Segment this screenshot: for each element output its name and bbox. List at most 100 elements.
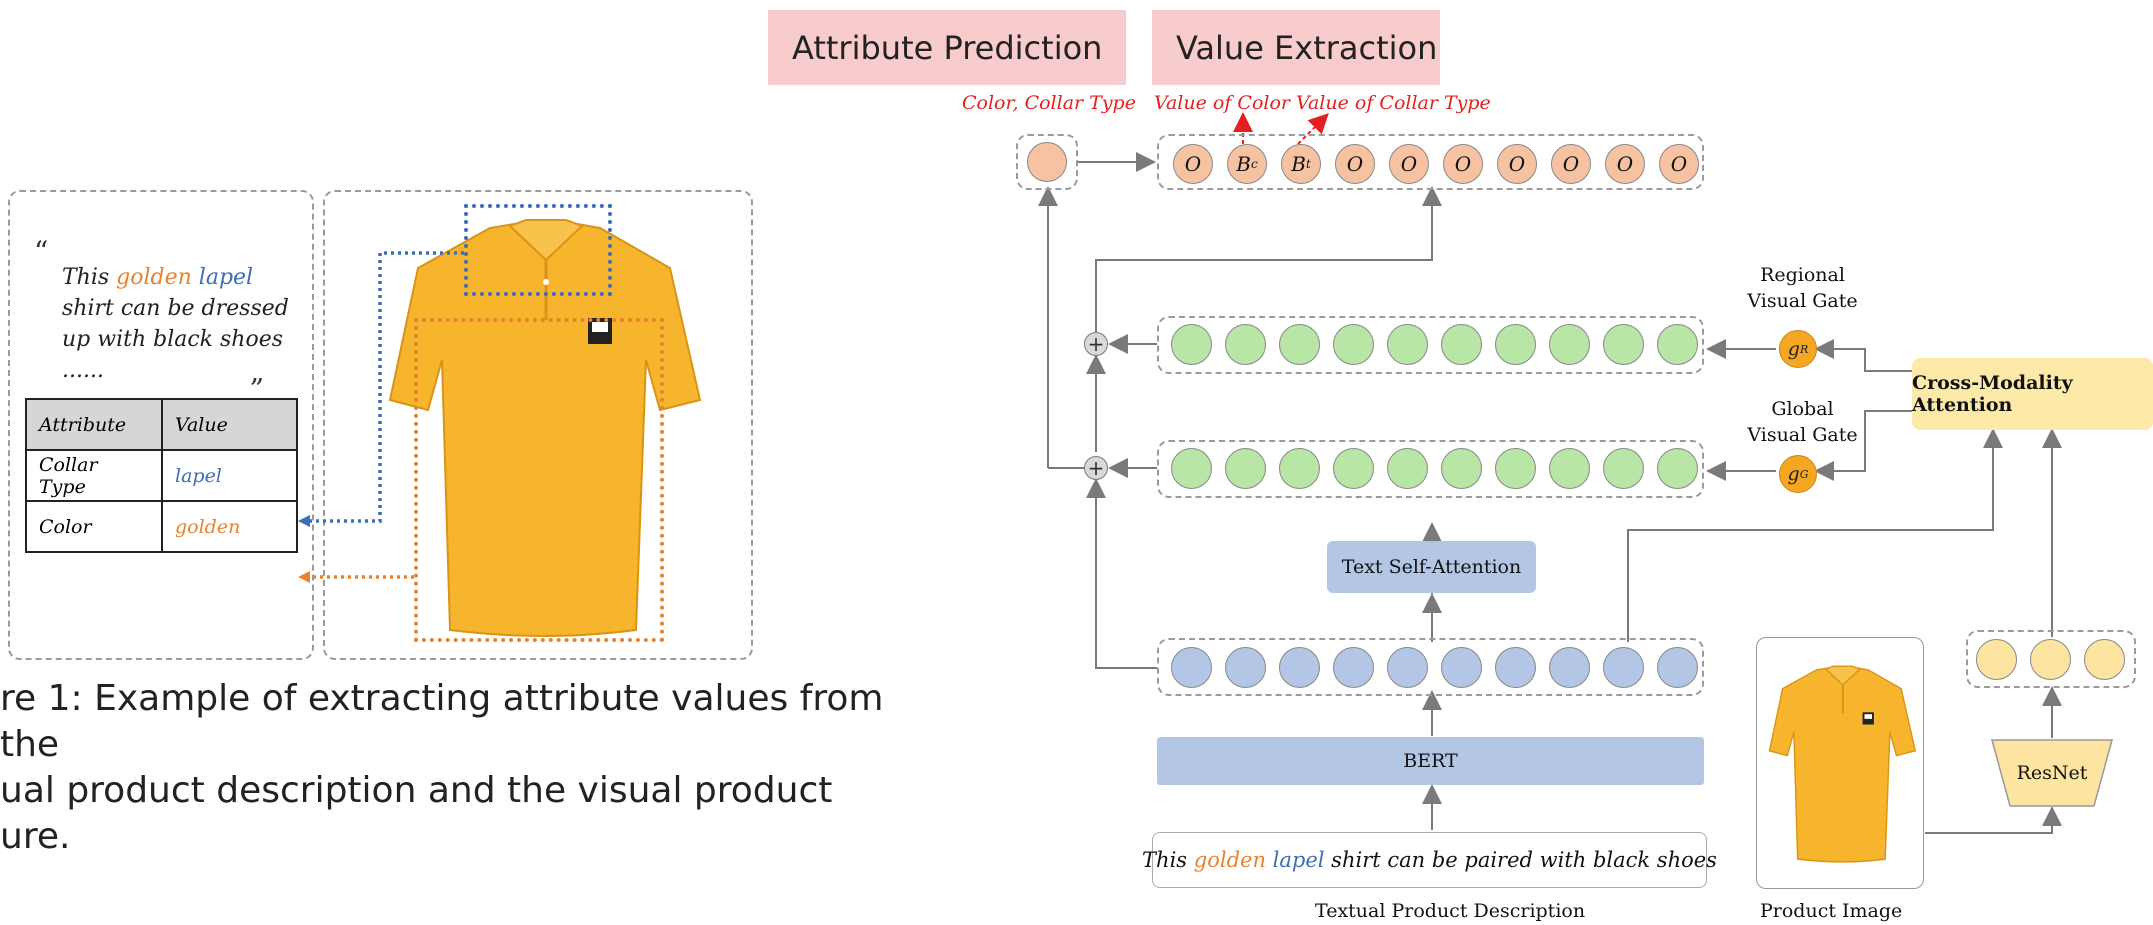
product-description-text: This golden lapel shirt can be dressed u… xyxy=(62,262,292,386)
global-gated-row xyxy=(1157,440,1704,498)
desc-post: shirt can be dressed up with black shoes… xyxy=(62,296,289,383)
tag-node-o: O xyxy=(1173,144,1213,184)
hidden-node xyxy=(1333,448,1374,489)
tag-node-o: O xyxy=(1497,144,1537,184)
hidden-node xyxy=(1333,324,1374,365)
label-color-collar: Color, Collar Type xyxy=(962,92,1136,114)
token-node xyxy=(1549,647,1590,688)
input-sentence-box: This golden lapel shirt can be paired wi… xyxy=(1142,832,1717,888)
table-header-value: Value xyxy=(161,398,298,451)
token-node xyxy=(1225,647,1266,688)
hidden-node xyxy=(1441,448,1482,489)
attribute-node-group xyxy=(1016,134,1078,190)
token-node xyxy=(1441,647,1482,688)
input-word-golden: golden xyxy=(1193,848,1266,872)
token-node xyxy=(1603,647,1644,688)
tag-node-o: O xyxy=(1659,144,1699,184)
hidden-node xyxy=(1171,448,1212,489)
product-image-panel xyxy=(1756,637,1924,889)
token-node xyxy=(1333,647,1374,688)
hidden-node xyxy=(1495,448,1536,489)
plus-icon: + xyxy=(1084,332,1108,356)
hidden-node xyxy=(1225,448,1266,489)
hidden-node xyxy=(1549,324,1590,365)
hidden-node xyxy=(1171,324,1212,365)
input-word-lapel: lapel xyxy=(1272,848,1325,872)
regional-gated-row xyxy=(1157,316,1704,374)
token-node xyxy=(1495,647,1536,688)
tag-node-o: O xyxy=(1335,144,1375,184)
hidden-node xyxy=(1603,448,1644,489)
cross-modality-attention-block: Cross-Modality Attention xyxy=(1912,358,2153,430)
resnet-block-shape xyxy=(1991,739,2113,807)
hidden-node xyxy=(1441,324,1482,365)
hidden-node xyxy=(1225,324,1266,365)
attribute-prediction-header: Attribute Prediction xyxy=(768,10,1126,85)
textual-product-description-label: Textual Product Description xyxy=(1315,900,1586,922)
hidden-node xyxy=(1279,448,1320,489)
hidden-node xyxy=(1657,448,1698,489)
token-node xyxy=(1171,647,1212,688)
token-embedding-row xyxy=(1157,638,1704,696)
hidden-node xyxy=(1549,448,1590,489)
token-node xyxy=(1387,647,1428,688)
token-node xyxy=(1279,647,1320,688)
input-word: shirt can be paired with black shoes xyxy=(1331,848,1717,872)
product-image-shirt xyxy=(1768,665,1917,863)
tag-node-o: O xyxy=(1551,144,1591,184)
table-cell-value-golden: golden xyxy=(161,500,298,553)
image-feature-node xyxy=(2030,639,2071,680)
global-visual-gate-label: Global Visual Gate xyxy=(1747,398,1858,446)
value-extraction-header: Value Extraction xyxy=(1152,10,1440,85)
hidden-node xyxy=(1657,324,1698,365)
desc-golden: golden xyxy=(116,265,192,290)
token-node xyxy=(1657,647,1698,688)
quote-open: “ xyxy=(34,235,49,268)
input-word: This xyxy=(1142,848,1188,872)
desc-pre: This xyxy=(62,265,117,290)
image-panel xyxy=(323,190,753,660)
region-pointer-lines xyxy=(298,251,464,583)
attribute-prediction-node xyxy=(1027,142,1067,182)
image-feature-row xyxy=(1966,630,2136,688)
regional-visual-gate-label: Regional Visual Gate xyxy=(1747,264,1858,312)
table-cell-value-lapel: lapel xyxy=(161,449,298,502)
table-cell-attribute: Color xyxy=(25,500,163,553)
label-value-of-collar-type: Value of Collar Type xyxy=(1296,92,1491,114)
tag-sequence-row xyxy=(1157,134,1704,190)
hidden-node xyxy=(1495,324,1536,365)
resnet-label: ResNet xyxy=(2016,762,2088,784)
product-image-label: Product Image xyxy=(1760,900,1903,922)
collar-region-box xyxy=(464,204,612,296)
plus-icon: + xyxy=(1084,456,1108,480)
hidden-node xyxy=(1387,324,1428,365)
hidden-node xyxy=(1603,324,1644,365)
text-panel xyxy=(8,190,314,660)
desc-lapel: lapel xyxy=(191,265,254,290)
tag-node-o: O xyxy=(1605,144,1645,184)
tag-node-o: O xyxy=(1443,144,1483,184)
quote-close: „ xyxy=(250,355,265,388)
label-value-of-color: Value of Color xyxy=(1154,92,1290,114)
table-cell-attribute: Collar Type xyxy=(25,449,163,502)
tag-node-o: O xyxy=(1389,144,1429,184)
figure-caption: re 1: Example of extracting attribute va… xyxy=(0,678,884,857)
table-header-attribute: Attribute xyxy=(25,398,163,451)
image-feature-node xyxy=(1976,639,2017,680)
text-self-attention-block: Text Self-Attention xyxy=(1327,541,1536,593)
hidden-node xyxy=(1387,448,1428,489)
polo-shirt-image xyxy=(388,219,702,637)
attribute-value-table: Attribute Value Collar Type lapel Color … xyxy=(25,398,298,553)
hidden-node xyxy=(1279,324,1320,365)
bert-block: BERT xyxy=(1157,737,1704,785)
color-region-box xyxy=(414,318,664,642)
image-feature-node xyxy=(2084,639,2125,680)
